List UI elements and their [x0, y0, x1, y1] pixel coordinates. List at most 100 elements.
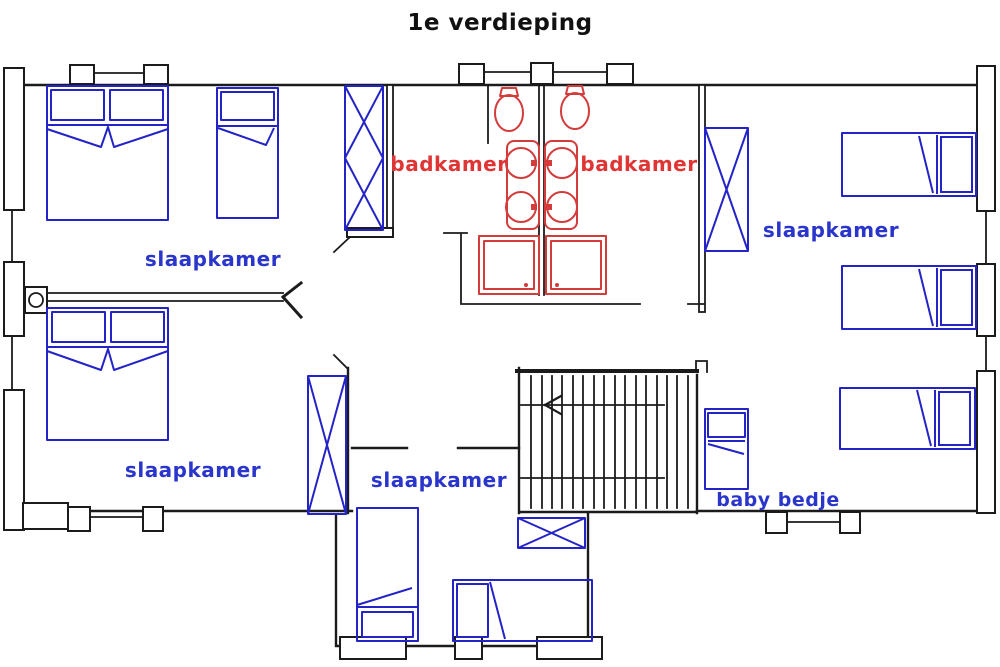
wall-foot: [346, 227, 394, 238]
counter: [544, 140, 578, 230]
partition-rail: [46, 292, 284, 302]
wardrobe-cross: [704, 127, 749, 252]
pillar: [142, 506, 164, 532]
wall-shower-enclosure: [443, 232, 705, 305]
hinge-circle: [28, 292, 44, 308]
pillow: [938, 391, 971, 446]
pillow: [940, 269, 973, 326]
staircase: [515, 360, 708, 515]
wardrobe-outline: [307, 375, 347, 515]
bed-outline: [452, 579, 593, 642]
pillow: [361, 611, 414, 638]
label-bedroom-bottom-left: slaapkamer: [124, 458, 262, 482]
door-fork: [280, 280, 304, 320]
label-bathroom-right: badkamer: [580, 152, 698, 176]
window: [3, 67, 25, 211]
baby-bed: [704, 408, 749, 490]
wardrobe-right-bedroom: [704, 127, 749, 252]
bed-single-bottom-vertical: [356, 507, 419, 642]
stairs-notch: [695, 360, 708, 373]
drain: [555, 283, 559, 287]
window: [976, 65, 996, 212]
pillow: [109, 89, 164, 121]
blanket-fold: [217, 125, 278, 146]
window: [976, 370, 996, 514]
pillar: [69, 64, 95, 85]
blanket-fold: [918, 268, 938, 327]
wardrobe-outline: [517, 517, 586, 549]
label-bathroom-left: badkamer: [390, 152, 508, 176]
door-swing: [332, 353, 350, 371]
pillow: [50, 89, 105, 121]
wardrobe-outline: [704, 127, 749, 252]
pillow: [110, 311, 165, 343]
windows-bottom: [22, 502, 861, 660]
bed-single-bottom-horizontal: [452, 579, 593, 642]
bed-outline: [356, 507, 419, 642]
window: [3, 261, 25, 337]
faucet: [546, 204, 552, 210]
stairs-frame: [517, 366, 699, 515]
label-bedroom-top-left: slaapkamer: [144, 247, 282, 271]
pillow: [220, 91, 275, 121]
blanket-fold: [46, 346, 169, 371]
toilet-right: [560, 85, 590, 130]
pillar: [606, 63, 634, 85]
bed-outline: [46, 85, 169, 221]
window-lines: [89, 516, 841, 523]
pillow: [456, 583, 489, 638]
blanket-fold: [356, 587, 418, 608]
wardrobe-outline: [344, 85, 384, 231]
pillar: [839, 511, 861, 534]
stairs-direction-arrow: [543, 394, 563, 416]
bed-single-right-3: [839, 387, 976, 450]
bed-outline: [704, 408, 749, 490]
pillar: [458, 63, 485, 85]
windows-right: [976, 65, 996, 514]
window: [976, 263, 996, 337]
bed-outline: [841, 132, 977, 197]
bed-outline: [841, 265, 977, 330]
pillow: [707, 412, 746, 438]
shower-tray: [545, 235, 607, 295]
sink-counter-right: [544, 140, 578, 230]
page-title: 1e verdieping: [407, 10, 593, 36]
wardrobe-cross: [344, 85, 384, 231]
hinge-box: [24, 286, 48, 314]
wardrobe-top-left: [344, 85, 384, 231]
wardrobe-bottom-middle-vertical: [307, 375, 347, 515]
shower-tray: [478, 235, 540, 295]
bed-double-top-left: [46, 85, 169, 221]
windows-top: [69, 62, 634, 85]
window-lines: [93, 71, 608, 74]
shower-tray-inner: [483, 240, 535, 290]
bed-single-top-left: [216, 87, 279, 219]
bed-outline: [46, 307, 169, 441]
shower-left: [478, 235, 540, 295]
blanket-fold: [46, 124, 169, 148]
pillow: [940, 136, 973, 193]
toilet-left: [494, 87, 524, 132]
wardrobe-cross: [307, 375, 347, 515]
counter: [506, 140, 540, 230]
toilet-bowl: [494, 94, 524, 132]
stairs-treads: [530, 375, 689, 509]
bed-outline: [216, 87, 279, 219]
door-swing: [332, 235, 352, 254]
window: [3, 389, 25, 531]
windows-left: [3, 67, 25, 531]
bed-single-right-2: [841, 265, 977, 330]
faucet: [546, 160, 552, 166]
blanket-fold: [707, 440, 745, 455]
pillar: [143, 64, 169, 85]
label-bedroom-bottom-middle: slaapkamer: [370, 468, 508, 492]
drain: [524, 283, 528, 287]
blanket-fold: [489, 581, 506, 640]
pillar: [530, 62, 554, 85]
label-bedroom-right: slaapkamer: [762, 218, 900, 242]
shower-right: [545, 235, 607, 295]
blanket-fold: [916, 389, 936, 447]
bed-single-right-1: [841, 132, 977, 197]
wardrobe-under-stairs: [517, 517, 586, 549]
pillar: [765, 511, 788, 534]
